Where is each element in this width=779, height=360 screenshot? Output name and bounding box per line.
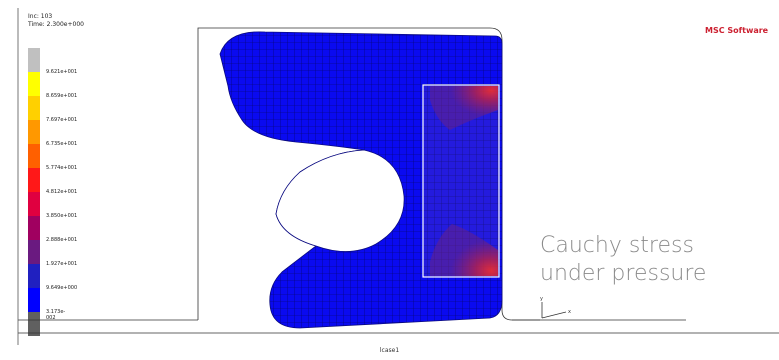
legend-swatch	[28, 48, 40, 72]
legend-label: 3.173e-002	[46, 309, 66, 321]
legend-swatch	[28, 192, 40, 216]
legend-label: 5.774e+001	[46, 165, 78, 171]
stress-hotspot-bottom	[430, 224, 498, 276]
legend-label: 1.927e+001	[46, 261, 78, 267]
legend-swatch	[28, 120, 40, 144]
caption-line-2: under pressure	[540, 261, 707, 286]
caption-line-1: Cauchy stress	[540, 233, 694, 258]
legend-swatch	[28, 216, 40, 240]
legend-label: 4.812e+001	[46, 189, 78, 195]
legend-label: 3.850e+001	[46, 213, 78, 219]
x-axis	[541, 311, 567, 319]
legend-label: 6.735e+001	[46, 141, 78, 147]
y-axis-label: y	[540, 296, 543, 302]
legend-label: 8.659e+001	[46, 93, 78, 99]
msc-software-logo: MSC Software	[705, 26, 769, 35]
legend-swatch	[28, 72, 40, 96]
groove-cutout	[275, 149, 405, 252]
legend-swatch	[28, 288, 40, 312]
legend-label: 9.649e+000	[46, 285, 78, 291]
caption: Cauchy stress under pressure	[540, 232, 706, 288]
legend-swatch	[28, 312, 40, 336]
legend-swatch	[28, 240, 40, 264]
increment-info: Inc: 103 Time: 2.300e+000	[28, 13, 84, 29]
time-label: Time: 2.300e+000	[28, 21, 84, 28]
stress-hotspot-top	[430, 86, 498, 130]
load-case-label: lcase1	[379, 347, 400, 354]
legend-label: 7.697e+001	[46, 117, 78, 123]
legend-label: 2.888e+001	[46, 237, 78, 243]
increment-label: Inc: 103	[28, 13, 53, 20]
legend-swatch	[28, 144, 40, 168]
legend-label: 9.621e+001	[46, 69, 78, 75]
legend-swatch	[28, 168, 40, 192]
x-axis-label: x	[568, 309, 571, 315]
legend-swatch	[28, 264, 40, 288]
container-outline	[197, 27, 540, 321]
legend-swatch	[28, 96, 40, 120]
